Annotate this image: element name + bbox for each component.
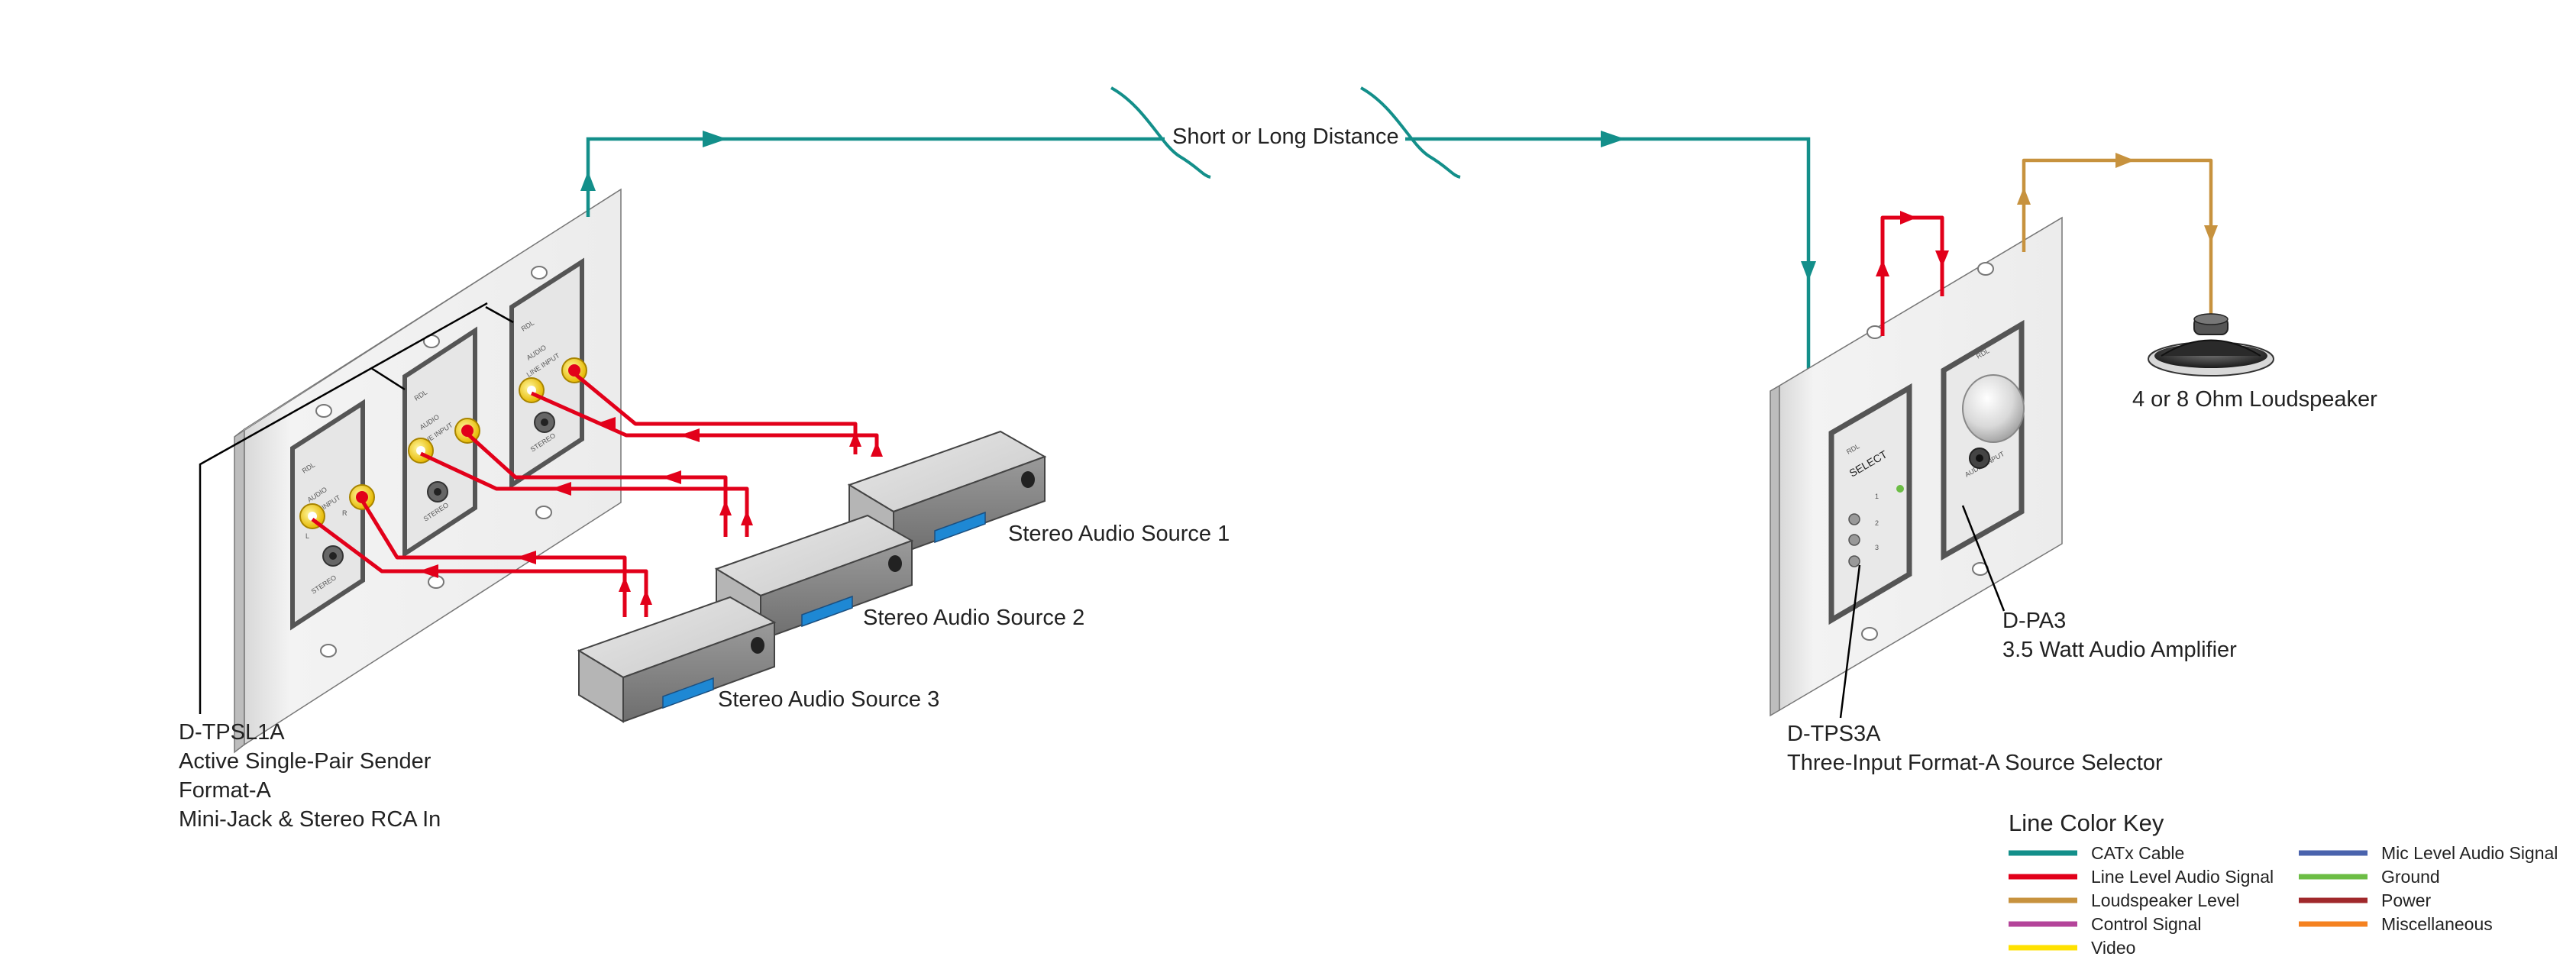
module1-r-text: R — [342, 509, 347, 517]
leader-lines — [199, 302, 2006, 719]
amplifier-desc-label: 3.5 Watt Audio Amplifier — [2002, 638, 2237, 662]
loudspeaker-level-line — [2017, 153, 2218, 321]
link-distance-label: Short or Long Distance — [1172, 124, 1399, 149]
loudspeaker-label: 4 or 8 Ohm Loudspeaker — [2132, 387, 2377, 412]
source-2-label: Stereo Audio Source 2 — [863, 606, 1084, 630]
sender-desc-line4: Mini-Jack & Stereo RCA In — [179, 807, 441, 832]
sender-model-label: D-TPSL1A — [179, 720, 285, 745]
source-1-label: Stereo Audio Source 1 — [1008, 522, 1230, 546]
amplifier-model-label: D-PA3 — [2002, 609, 2066, 633]
selector-loop-audio — [1876, 211, 1949, 336]
key-title: Line Color Key — [2009, 810, 2164, 836]
module1-l-text: L — [305, 532, 309, 540]
audio-source-3-device — [577, 596, 777, 723]
selector-number-3: 3 — [1875, 544, 1879, 551]
sender-desc-line3: Format-A — [179, 778, 272, 803]
volume-knob — [1962, 374, 2025, 443]
source-3-label: Stereo Audio Source 3 — [718, 687, 939, 712]
key-item-label: Video — [2091, 938, 2135, 958]
selector-desc-label: Three-Input Format-A Source Selector — [1787, 751, 2163, 775]
key-item-label: Ground — [2381, 867, 2440, 887]
selector-model-label: D-TPS3A — [1787, 722, 1881, 746]
receiver-wall-plate: RDL SELECT 1 2 3 RDL AUDIO INPUT — [1770, 216, 2063, 717]
catx-cable — [580, 86, 1816, 378]
loudspeaker-device — [2148, 313, 2274, 376]
key-item-label: CATx Cable — [2091, 843, 2184, 863]
line-level-audio-arrows — [419, 417, 883, 605]
selector-number-2: 2 — [1875, 519, 1879, 527]
key-item-label: Control Signal — [2091, 914, 2201, 934]
key-item-label: Mic Level Audio Signal — [2381, 843, 2558, 863]
key-item-label: Loudspeaker Level — [2091, 890, 2239, 910]
key-item-label: Miscellaneous — [2381, 914, 2493, 934]
selector-number-1: 1 — [1875, 493, 1879, 500]
sender-wall-plate: RDL AUDIO LINE INPUT STEREO RDL AUDIO LI… — [234, 188, 622, 754]
key-item-label: Power — [2381, 890, 2432, 910]
key-item-label: Line Level Audio Signal — [2091, 867, 2274, 887]
sender-desc-line2: Active Single-Pair Sender — [179, 749, 431, 774]
